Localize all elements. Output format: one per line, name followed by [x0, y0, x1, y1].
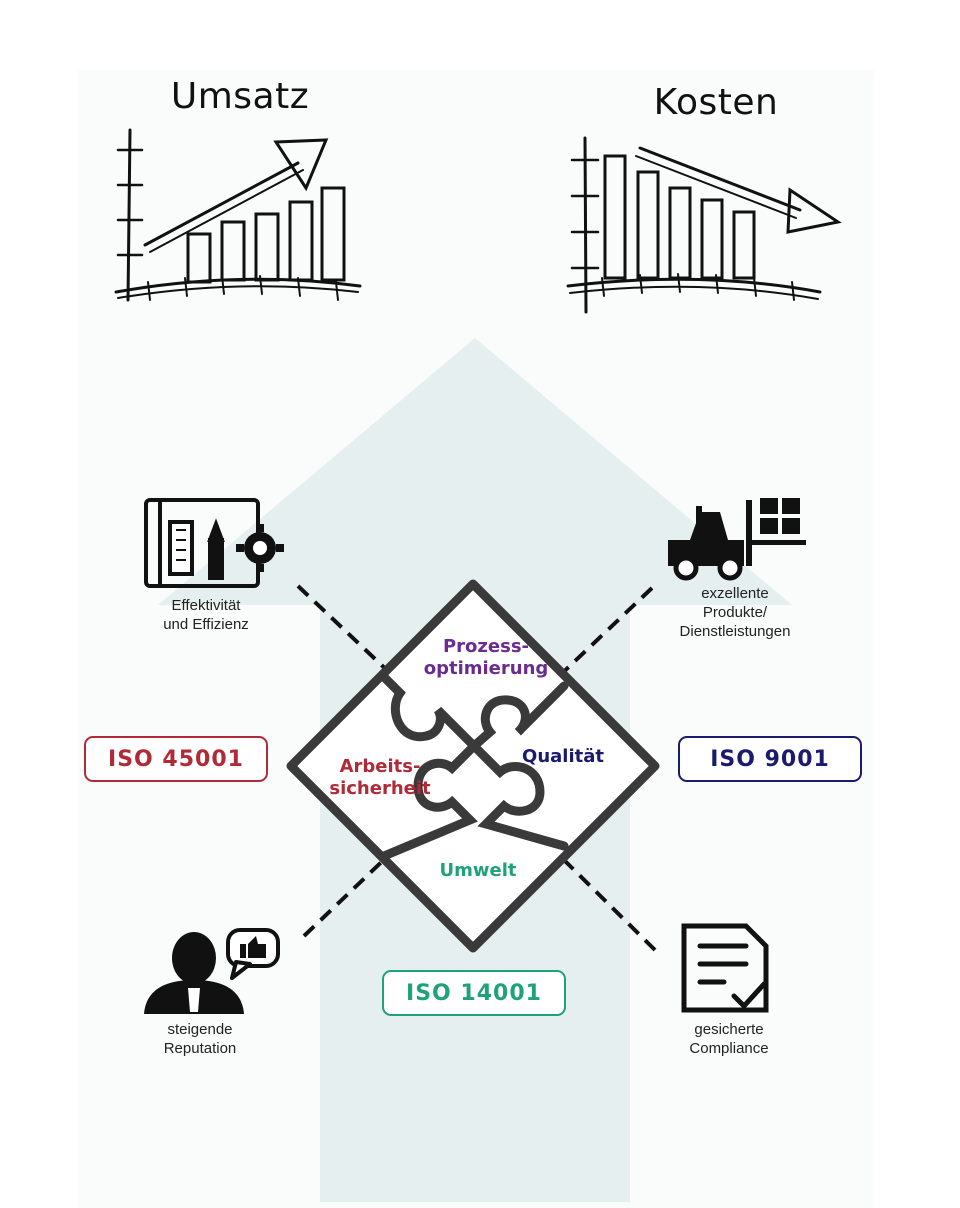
revenue-sketch-chart	[114, 128, 362, 302]
compliance-caption: gesicherte Compliance	[689, 1021, 769, 1057]
iso-14001-badge: ISO 14001	[382, 970, 566, 1016]
environment-label: Umwelt	[439, 860, 517, 881]
iso-45001-badge: ISO 45001	[84, 736, 268, 782]
puzzle-seams	[377, 670, 569, 861]
blueprint-tools-icon	[144, 498, 284, 588]
occupational-safety-label: Arbeits- sicherheit	[329, 756, 431, 799]
revenue-title: Umsatz	[170, 76, 310, 117]
cost-sketch-chart	[566, 136, 842, 314]
forklift-icon	[668, 498, 806, 581]
products-caption: exzellente Produkte/ Dienstleistungen	[679, 585, 791, 640]
efficiency-caption: Effektivität und Effizienz	[163, 597, 249, 633]
iso-9001-badge: ISO 9001	[678, 736, 862, 782]
cost-title: Kosten	[653, 82, 779, 123]
businessman-thumbs-up-icon	[144, 928, 280, 1014]
quality-label: Qualität	[522, 746, 604, 767]
checklist-document-icon	[681, 923, 769, 1013]
dashed-connectors	[296, 584, 657, 952]
process-optimization-label: Prozess- optimierung	[423, 636, 549, 679]
reputation-caption: steigende Reputation	[163, 1021, 237, 1057]
